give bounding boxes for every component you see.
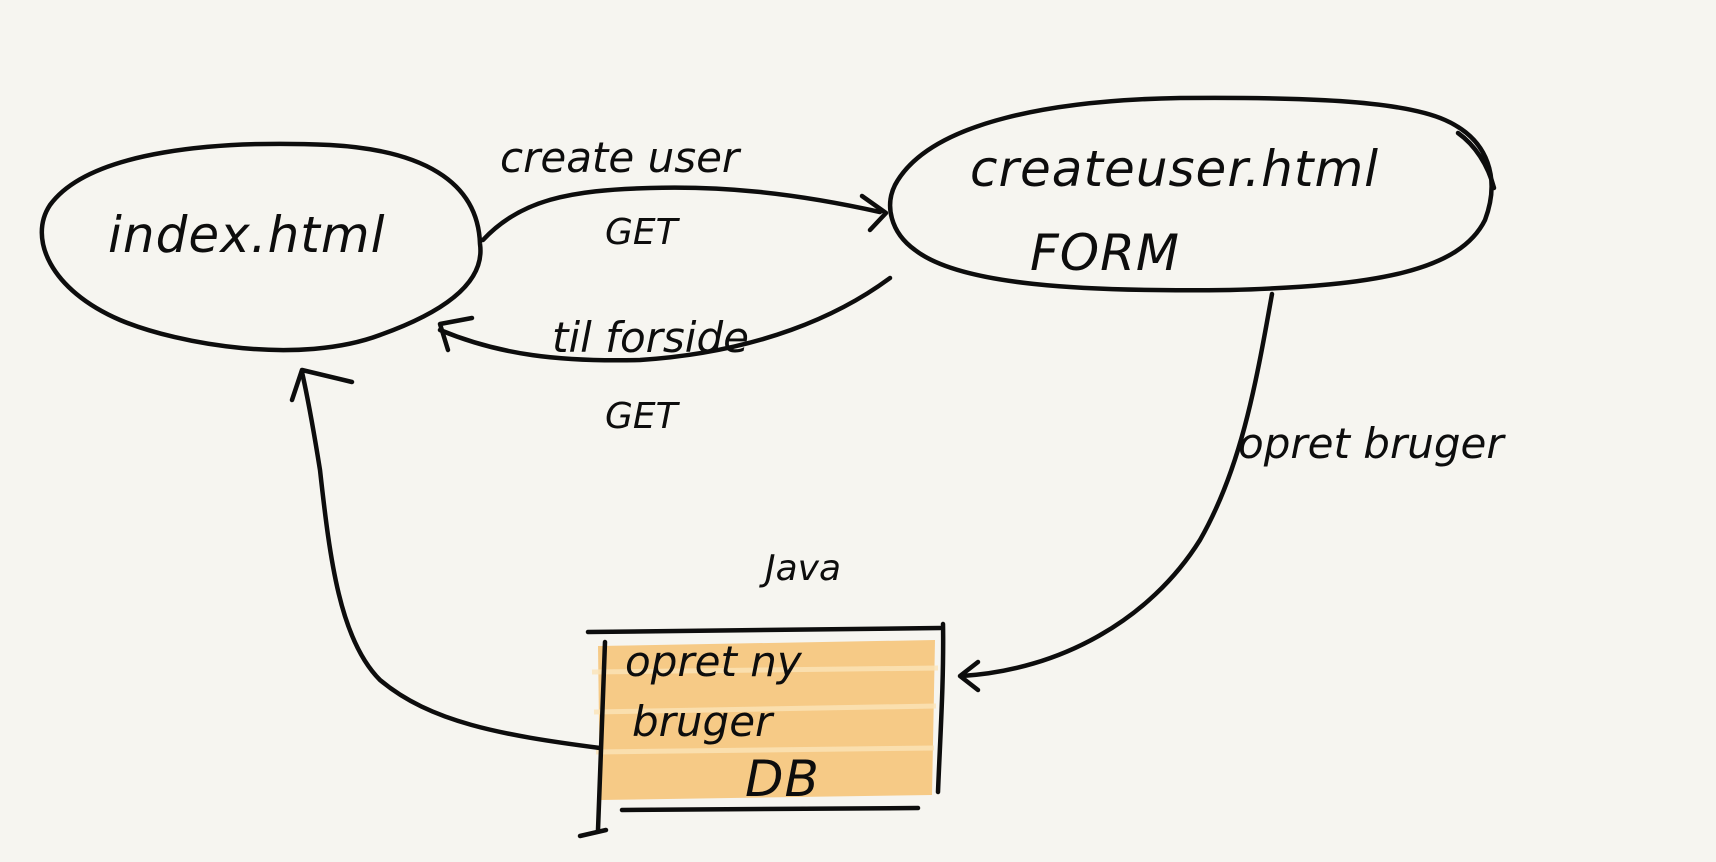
createuser-node-tail: [1455, 130, 1497, 191]
edge-create-user-label: create user: [500, 133, 742, 182]
edge-create-user-arrowhead: [859, 193, 889, 233]
java-box-line-2: bruger: [632, 697, 775, 746]
createuser-node-label: createuser.html: [970, 140, 1379, 198]
index-node-label: index.html: [108, 206, 385, 264]
edge-til-forside: [437, 275, 893, 363]
edge-til-forside-label: til forside: [552, 313, 749, 362]
edge-opret-bruger: [959, 291, 1275, 679]
java-box-title: Java: [759, 548, 841, 589]
edge-java-to-index: [299, 369, 603, 751]
createuser-node-sublabel: FORM: [1030, 224, 1180, 282]
db-box-highlight: [591, 640, 939, 800]
java-box-outline: [577, 621, 946, 839]
edge-til-forside-method: GET: [605, 396, 681, 437]
edge-opret-bruger-arrowhead: [957, 659, 981, 693]
createuser-node-outline: [887, 95, 1494, 293]
index-node-outline: [39, 141, 483, 353]
edge-java-to-index-arrowhead: [289, 367, 355, 403]
edge-til-forside-arrowhead: [437, 315, 475, 353]
java-box-line-3: DB: [745, 750, 820, 808]
edge-opret-bruger-label: opret bruger: [1238, 419, 1506, 468]
edge-create-user: [480, 185, 883, 243]
edge-create-user-method: GET: [605, 212, 681, 253]
java-box-line-1: opret ny: [625, 637, 803, 686]
